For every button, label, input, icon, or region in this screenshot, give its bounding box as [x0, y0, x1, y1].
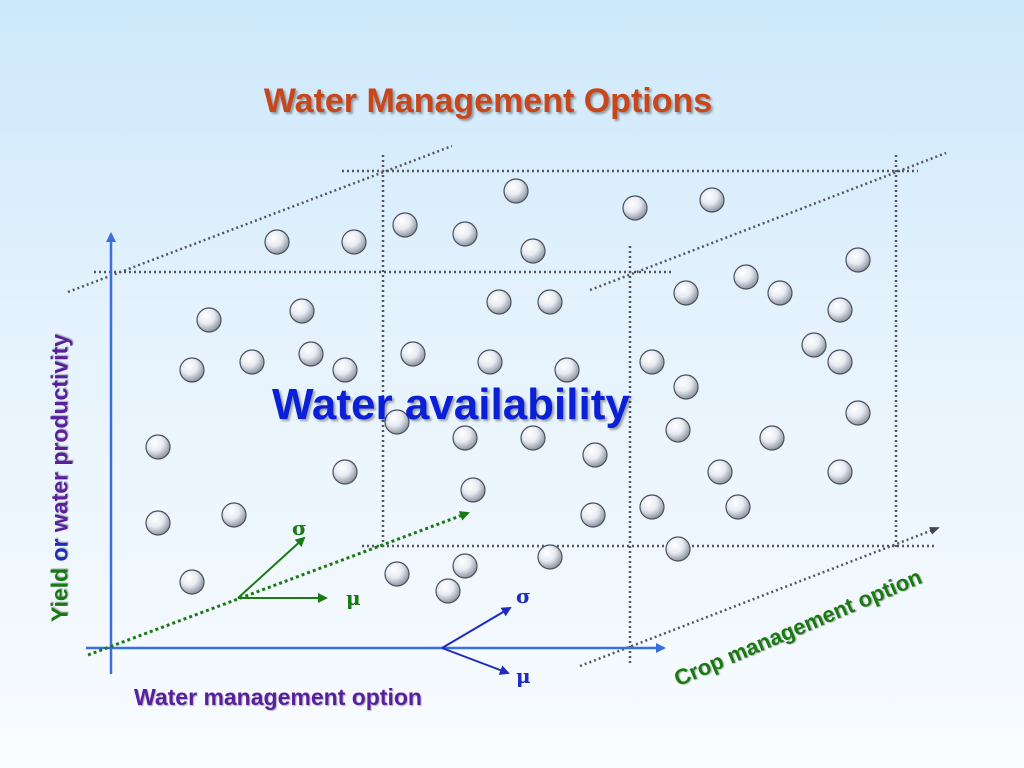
- sample-point: [767, 280, 793, 306]
- sample-point: [298, 341, 324, 367]
- blue-indicator: [441, 606, 512, 675]
- sample-point: [384, 409, 410, 435]
- sample-point: [289, 298, 315, 324]
- blue-sigma-arrow: [441, 606, 512, 649]
- green-sigma-arrow: [237, 536, 306, 599]
- sample-point: [460, 477, 486, 503]
- green-mu-label: μ: [346, 586, 361, 610]
- sample-point: [452, 425, 478, 451]
- sample-point: [673, 374, 699, 400]
- sample-point: [400, 341, 426, 367]
- sample-point: [845, 400, 871, 426]
- grid-line: [589, 151, 947, 292]
- sample-point: [827, 297, 853, 323]
- sample-point: [639, 494, 665, 520]
- sample-point: [477, 349, 503, 375]
- sample-point: [452, 553, 478, 579]
- sample-point: [239, 349, 265, 375]
- sample-point: [639, 349, 665, 375]
- sample-point: [179, 569, 205, 595]
- sample-point: [580, 502, 606, 528]
- green-sigma-label: σ: [292, 516, 307, 540]
- sample-point: [264, 229, 290, 255]
- sample-point: [665, 536, 691, 562]
- y-axis-label: Yield or water productivity: [47, 334, 74, 622]
- water-availability-label: Water availability: [272, 380, 630, 429]
- sample-point: [520, 238, 546, 264]
- sample-point: [622, 195, 648, 221]
- sample-point: [332, 459, 358, 485]
- blue-mu-arrow: [441, 647, 510, 675]
- sample-points: [145, 178, 871, 604]
- sample-point: [196, 307, 222, 333]
- sample-point: [827, 459, 853, 485]
- sample-point: [801, 332, 827, 358]
- sample-point: [486, 289, 512, 315]
- sample-point: [554, 357, 580, 383]
- grid-line: [579, 526, 940, 668]
- sample-point: [845, 247, 871, 273]
- sample-point: [179, 357, 205, 383]
- blue-mu-label: μ: [516, 664, 531, 688]
- sample-point: [435, 578, 461, 604]
- sample-point: [673, 280, 699, 306]
- sample-point: [699, 187, 725, 213]
- y-label-yield: Yield: [46, 567, 73, 622]
- sample-point: [707, 459, 733, 485]
- sample-point: [520, 425, 546, 451]
- y-label-or: or: [46, 538, 73, 562]
- sample-point: [384, 561, 410, 587]
- y-label-productivity: water productivity: [46, 334, 73, 533]
- sample-point: [332, 357, 358, 383]
- slide-title: Water Management Options: [263, 82, 713, 120]
- green-diagonal-axis: [87, 511, 470, 657]
- sample-point: [582, 442, 608, 468]
- green-indicator: [237, 536, 328, 603]
- sample-point: [759, 425, 785, 451]
- blue-sigma-label: σ: [516, 584, 531, 608]
- sample-point: [503, 178, 529, 204]
- grid-lines: [67, 144, 947, 668]
- sample-point: [733, 264, 759, 290]
- grid-line: [67, 144, 453, 294]
- sample-point: [665, 417, 691, 443]
- sample-point: [537, 544, 563, 570]
- x-axis-label: Water management option: [134, 684, 422, 710]
- axes: [86, 232, 666, 674]
- sample-point: [145, 510, 171, 536]
- sample-point: [537, 289, 563, 315]
- sample-point: [392, 212, 418, 238]
- sample-point: [221, 502, 247, 528]
- sample-point: [827, 349, 853, 375]
- sample-point: [725, 494, 751, 520]
- sample-point: [452, 221, 478, 247]
- sample-point: [341, 229, 367, 255]
- sample-point: [145, 434, 171, 460]
